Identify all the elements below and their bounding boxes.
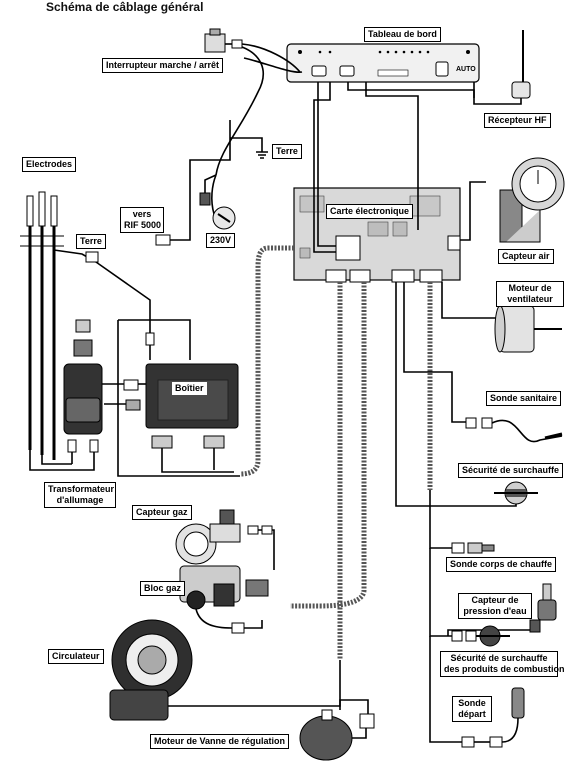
valve-motor bbox=[299, 699, 375, 761]
flow-sensor bbox=[461, 687, 525, 748]
label-gas-sensor: Capteur gaz bbox=[132, 505, 192, 520]
body-sensor bbox=[451, 542, 495, 554]
wire-dhw-sensor bbox=[403, 282, 466, 423]
label-valve-motor: Moteur de Vanne de régulation bbox=[150, 734, 290, 749]
label-rif-text: RIF 5000 bbox=[124, 220, 162, 230]
label-to-rif5000: vers RIF 5000 bbox=[120, 207, 164, 233]
label-flow-line2: départ bbox=[458, 709, 486, 719]
label-fan-motor: Moteur de ventilateur bbox=[496, 281, 564, 307]
label-flue-line2: des produits de combustion bbox=[444, 664, 565, 674]
earth-wire-left bbox=[53, 249, 151, 335]
label-flow-sensor: Sonde départ bbox=[452, 696, 492, 722]
label-rf-receiver: Récepteur HF bbox=[484, 113, 551, 128]
label-electrodes: Electrodes bbox=[22, 157, 77, 172]
wire-dashboard-board-1 bbox=[317, 82, 336, 247]
label-ignition-transformer: Transformateur d'allumage bbox=[44, 482, 116, 508]
wire-dashboard-board-3 bbox=[365, 82, 419, 230]
page-title: Schéma de câblage général bbox=[46, 0, 204, 14]
label-flue-line1: Sécurité de surchauffe bbox=[450, 653, 548, 663]
dhw-sensor bbox=[465, 417, 563, 443]
wire-air-sensor bbox=[460, 181, 486, 241]
coiled-cable-center-2 bbox=[290, 282, 367, 609]
label-earth-left: Terre bbox=[76, 234, 106, 249]
label-dhw-sensor: Sonde sanitaire bbox=[486, 391, 562, 406]
housing-box bbox=[102, 319, 240, 477]
label-transfo-line2: d'allumage bbox=[56, 495, 104, 505]
wire-overheat bbox=[395, 282, 500, 507]
flue-overheat-safety bbox=[451, 625, 510, 647]
rif-connector bbox=[155, 234, 171, 246]
label-air-sensor: Capteur air bbox=[498, 249, 554, 264]
label-to-text: vers bbox=[132, 209, 152, 219]
dashboard-panel bbox=[286, 43, 480, 83]
power-plug bbox=[199, 137, 268, 230]
label-fan-line1: Moteur de bbox=[508, 283, 552, 293]
wire-fan-motor bbox=[441, 282, 500, 319]
label-gas-block: Bloc gaz bbox=[140, 581, 186, 596]
overheat-safety bbox=[494, 481, 538, 507]
label-on-off-switch: Interrupteur marche / arrêt bbox=[102, 58, 224, 73]
wire-flow-sensor bbox=[429, 636, 462, 743]
circulator-pump bbox=[109, 619, 341, 721]
earth-connector-left bbox=[145, 332, 155, 346]
control-board bbox=[293, 187, 461, 283]
on-off-switch bbox=[204, 28, 303, 176]
air-sensor bbox=[499, 157, 565, 243]
wire-pressure bbox=[447, 629, 470, 636]
label-230v: 230V bbox=[206, 233, 236, 248]
label-pressure-line2: pression d'eau bbox=[463, 606, 527, 616]
label-flue-overheat: Sécurité de surchauffe des produits de c… bbox=[440, 651, 565, 677]
ignition-transformer bbox=[63, 319, 103, 471]
coiled-cable-left bbox=[239, 245, 294, 477]
label-dashboard: Tableau de bord bbox=[364, 27, 441, 42]
label-control-board: Carte électronique bbox=[326, 204, 414, 219]
water-pressure-sensor bbox=[470, 583, 557, 633]
label-overheat-safety: Sécurité de surchauffe bbox=[458, 463, 564, 478]
gas-block bbox=[179, 525, 275, 634]
label-fan-line2: ventilateur bbox=[507, 294, 553, 304]
label-flow-line1: Sonde bbox=[458, 698, 486, 708]
wire-dashboard-board-2 bbox=[313, 82, 336, 253]
label-pressure-line1: Capteur de bbox=[471, 595, 519, 605]
label-earth-top: Terre bbox=[272, 144, 302, 159]
gas-sensor bbox=[175, 509, 241, 565]
electrodes bbox=[20, 191, 72, 471]
rif-cable bbox=[170, 120, 231, 241]
rf-receiver bbox=[473, 30, 531, 105]
fan-motor bbox=[494, 305, 562, 353]
label-transfo-line1: Transformateur bbox=[48, 484, 115, 494]
label-body-sensor: Sonde corps de chauffe bbox=[446, 557, 557, 572]
label-housing: Boîtier bbox=[172, 382, 207, 395]
label-circulator: Circulateur bbox=[48, 649, 104, 664]
label-water-pressure: Capteur de pression d'eau bbox=[458, 593, 532, 619]
label-panel-auto: AUTO bbox=[456, 66, 476, 73]
wire-dashboard-board-4 bbox=[347, 82, 475, 98]
wire-body-sensor bbox=[429, 490, 452, 549]
